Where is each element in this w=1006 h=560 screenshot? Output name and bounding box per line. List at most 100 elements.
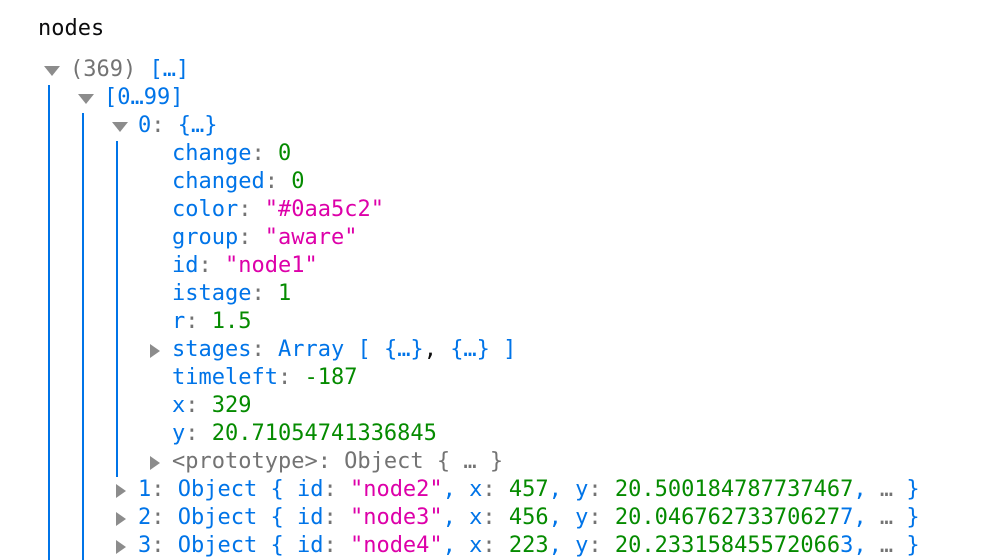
token: : <box>482 477 509 502</box>
row-text: timeleft: -187 <box>172 365 357 390</box>
expanded-arrow-icon[interactable] <box>112 122 128 132</box>
row-text: y: 20.71054741336845 <box>172 421 437 446</box>
token: 20.23315845572066 <box>614 533 841 558</box>
token: Array [ {…} <box>277 337 424 362</box>
token: : <box>198 253 225 278</box>
token: : <box>251 337 278 362</box>
expanded-arrow-icon[interactable] <box>78 94 94 104</box>
token: 3, <box>840 533 880 558</box>
token: : <box>151 505 178 530</box>
token: … <box>879 505 907 530</box>
tree-row: timeleft: -187 <box>150 364 357 392</box>
token: "#0aa5c2" <box>264 197 384 222</box>
tree-row[interactable]: 2: Object { id: "node3", x: 456, y: 20.0… <box>116 504 920 532</box>
token: : <box>323 533 350 558</box>
row-text: r: 1.5 <box>172 309 252 334</box>
token: timeleft <box>172 365 278 390</box>
row-text: changed: 0 <box>172 169 304 194</box>
expanded-arrow-icon[interactable] <box>44 66 60 76</box>
token: 2 <box>138 505 152 530</box>
row-text: [0…99] <box>104 85 183 110</box>
token: y <box>172 421 186 446</box>
token: "node2" <box>349 477 443 502</box>
token: 0 <box>138 113 152 138</box>
tree-row: change: 0 <box>150 140 291 168</box>
token: […] <box>149 57 190 82</box>
token: , <box>853 477 880 502</box>
tree-guide-level-0 <box>48 85 50 560</box>
tree-row[interactable]: stages: Array [ {…}, {…} ] <box>150 336 516 364</box>
tree-row[interactable]: 3: Object { id: "node4", x: 223, y: 20.2… <box>116 532 920 560</box>
tree-row: istage: 1 <box>150 280 291 308</box>
token: 1.5 <box>211 309 252 334</box>
tree-row: r: 1.5 <box>150 308 252 336</box>
row-text: 3: Object { id: "node4", x: 223, y: 20.2… <box>138 533 920 558</box>
tree-row[interactable]: 1: Object { id: "node2", x: 457, y: 20.5… <box>116 476 920 504</box>
tree-row[interactable]: 0: {…} <box>112 112 218 140</box>
token: 3 <box>138 533 152 558</box>
token: 0 <box>291 169 305 194</box>
token: : <box>251 281 278 306</box>
collapsed-arrow-icon[interactable] <box>116 484 126 498</box>
token: "node4" <box>349 533 443 558</box>
token: : <box>238 197 265 222</box>
token: 1 <box>138 477 152 502</box>
token: , y <box>548 533 589 558</box>
tree-row: id: "node1" <box>150 252 318 280</box>
collapsed-arrow-icon[interactable] <box>116 512 126 526</box>
collapsed-arrow-icon[interactable] <box>150 456 160 470</box>
token: Object { id <box>177 477 324 502</box>
tree-guide-level-2 <box>116 141 118 477</box>
token: : <box>151 477 178 502</box>
token: } <box>906 477 920 502</box>
token: {…} <box>177 113 218 138</box>
collapsed-arrow-icon[interactable] <box>116 540 126 554</box>
collapsed-arrow-icon[interactable] <box>150 344 160 358</box>
token: "node3" <box>349 505 443 530</box>
row-text: 2: Object { id: "node3", x: 456, y: 20.0… <box>138 505 920 530</box>
row-text: (369) […] <box>70 57 189 82</box>
token: changed <box>172 169 265 194</box>
token: , x <box>442 533 483 558</box>
row-text: id: "node1" <box>172 253 318 278</box>
token: : <box>588 533 615 558</box>
token: r <box>172 309 186 334</box>
token: x <box>172 393 186 418</box>
tree-row[interactable]: [0…99] <box>78 84 183 112</box>
tree-row[interactable]: <prototype>: Object { … } <box>150 448 503 476</box>
tree-row: y: 20.71054741336845 <box>150 420 437 448</box>
row-text: color: "#0aa5c2" <box>172 197 384 222</box>
token: } <box>906 505 920 530</box>
tree-row[interactable]: (369) […] <box>44 56 189 84</box>
token: : <box>185 309 212 334</box>
token: , <box>423 337 451 362</box>
token: : <box>277 365 305 390</box>
row-text: 0: {…} <box>138 113 218 138</box>
token: group <box>172 225 239 250</box>
token: change <box>172 141 252 166</box>
token: {…} ] <box>450 337 517 362</box>
token: } <box>906 533 920 558</box>
token: : <box>482 533 509 558</box>
token: : <box>251 141 278 166</box>
row-text: group: "aware" <box>172 225 357 250</box>
row-text: change: 0 <box>172 141 291 166</box>
token: id <box>172 253 199 278</box>
token: 20.04676273370627 <box>614 505 841 530</box>
token: : <box>185 393 212 418</box>
token: 20.500184787737467 <box>614 477 854 502</box>
token: … <box>879 477 907 502</box>
token: [0…99] <box>104 85 184 110</box>
token: 1 <box>277 281 292 306</box>
token: : <box>151 533 178 558</box>
token: : <box>323 477 350 502</box>
token: , y <box>548 477 589 502</box>
tree-row: group: "aware" <box>150 224 357 252</box>
token: Object { id <box>177 505 324 530</box>
tree-row: changed: 0 <box>150 168 304 196</box>
token: (369) <box>70 57 137 82</box>
token: : <box>151 113 178 138</box>
tree-row: x: 329 <box>150 392 252 420</box>
token: : <box>323 505 350 530</box>
token: : <box>588 477 615 502</box>
